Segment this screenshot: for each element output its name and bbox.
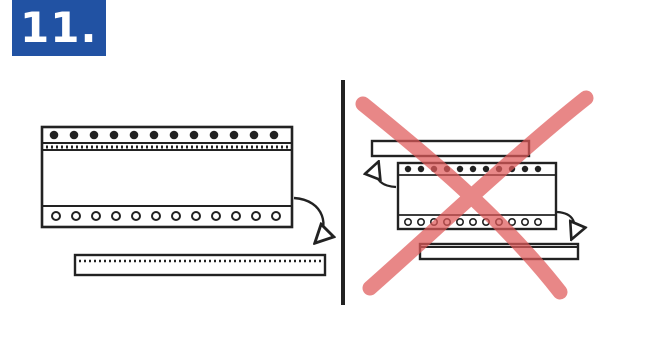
film-strip-top-incorrect <box>372 141 529 156</box>
curved-arrow-down-right-icon <box>557 212 575 238</box>
film-strip-bottom-incorrect <box>420 244 578 259</box>
curved-arrow-down-right-icon <box>294 198 323 242</box>
film-strip-correct <box>75 255 325 275</box>
curved-arrow-up-left-icon <box>376 163 396 187</box>
correct-panel <box>42 127 325 275</box>
incorrect-panel <box>363 98 586 292</box>
film-holder-correct <box>42 127 292 227</box>
